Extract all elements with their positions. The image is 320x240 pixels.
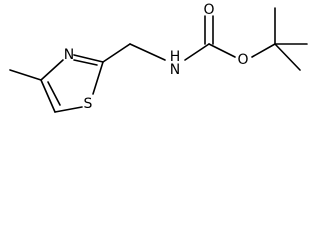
- bond-nh-carbonyl: [184, 43, 210, 61]
- atom-label-amide-hydrogen: H: [170, 49, 181, 65]
- bond-methyl-c4: [9, 69, 42, 81]
- atom-label-sulfur: S: [84, 96, 93, 112]
- atom-label-ester-oxygen: O: [237, 52, 248, 68]
- bond-carbonyl-ester-o: [208, 43, 236, 58]
- bond-c5-c4-double-inner: [47, 81, 61, 106]
- bond-c2-s1: [92, 61, 104, 95]
- atom-label-amide-nitrogen: N: [170, 62, 180, 78]
- bond-c2-ch2: [102, 43, 131, 63]
- bond-c5-c4-double: [40, 79, 56, 113]
- bond-c4-n3: [40, 59, 64, 81]
- bond-ester-o-quaternary-c: [251, 43, 276, 58]
- structure-diagram: N S H N O O: [9, 2, 308, 113]
- bond-s1-c5: [54, 106, 83, 113]
- atom-label-ring-nitrogen: N: [64, 47, 74, 63]
- bond-quaternary-c-bottom-methyl: [274, 43, 301, 71]
- bond-ch2-nh: [129, 43, 166, 61]
- bond-n3-c2-double-inner: [73, 59, 98, 66]
- atom-label-carbonyl-oxygen: O: [203, 2, 214, 18]
- bond-n3-c2-double: [73, 54, 104, 63]
